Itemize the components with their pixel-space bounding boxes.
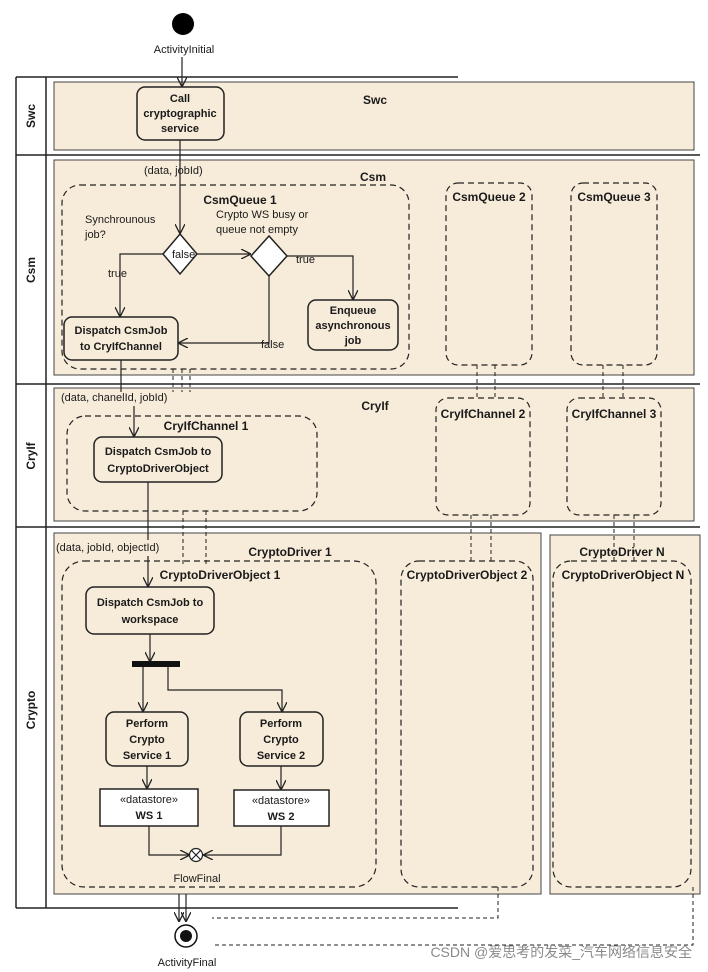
crypto-driver-object-1-region: [61, 560, 377, 888]
param-csm-in: (data, jobId): [144, 165, 203, 177]
enqueue-line-2: asynchronous: [315, 320, 390, 332]
action-call-cryptographic-service: Call cryptographic service: [136, 86, 225, 141]
dispatch-channel-line-1: Dispatch CsmJob: [75, 325, 168, 337]
crypto-driver-object-n-title: CryptoDriverObject N: [562, 568, 685, 582]
activity-initial-label: ActivityInitial: [154, 44, 215, 56]
perform-1-line-3: Service 1: [123, 750, 171, 762]
dispatch-object-line-2: CryptoDriverObject: [107, 463, 209, 475]
action-perform-crypto-service-2: Perform Crypto Service 2: [239, 711, 324, 767]
guard-true-2: true: [296, 254, 315, 266]
swc-container-title: Swc: [363, 93, 387, 107]
cryif-channel-3-title: CryIfChannel 3: [572, 407, 657, 421]
dashed-connectors: [172, 365, 694, 946]
lane-label-swc: Swc: [24, 104, 38, 128]
dispatch-object-line-1: Dispatch CsmJob to: [105, 446, 212, 458]
perform-1-line-1: Perform: [126, 718, 168, 730]
perform-2-line-2: Crypto: [263, 734, 299, 746]
call-line-2: cryptographic: [143, 108, 216, 120]
action-dispatch-to-cryif-channel: Dispatch CsmJob to CryIfChannel: [63, 316, 179, 361]
flow-busy-false: [179, 276, 270, 343]
crypto-driver-object-n-region: [552, 560, 692, 888]
decision-busy-line-2: queue not empty: [216, 224, 298, 236]
activity-initial-node: [172, 13, 194, 35]
crypto-driver-object-2-region: [400, 560, 534, 888]
datastore-ws-2: «datastore» WS 2: [233, 789, 330, 827]
lane-label-csm: Csm: [24, 257, 38, 283]
ws1-stereotype: «datastore»: [120, 794, 178, 806]
csm-queue-3-region: [570, 182, 658, 366]
cryif-channel-2-title: CryIfChannel 2: [441, 407, 526, 421]
enqueue-line-1: Enqueue: [330, 305, 376, 317]
decision-synchronous-job: [162, 232, 198, 276]
csm-container-title: Csm: [360, 170, 386, 184]
flow-final-node: [188, 847, 204, 863]
action-enqueue-asynchronous-job: Enqueue asynchronous job: [307, 299, 399, 351]
watermark: CSDN @爱思考的发菜_汽车网络信息安全: [430, 944, 692, 960]
action-dispatch-to-crypto-driver-object: Dispatch CsmJob to CryptoDriverObject: [93, 436, 223, 483]
flow-busy-true: [287, 255, 353, 299]
cryif-container-title: CryIf: [361, 399, 389, 413]
cryif-channel-2-region: [435, 397, 531, 516]
csm-queue-1-title: CsmQueue 1: [203, 193, 277, 207]
flow-ws2-to-flow-final: [204, 826, 282, 855]
crypto-driver-object-2-title: CryptoDriverObject 2: [407, 568, 528, 582]
enqueue-line-3: job: [344, 335, 362, 347]
crypto-driver-object-1-title: CryptoDriverObject 1: [160, 568, 281, 582]
perform-2-line-1: Perform: [260, 718, 302, 730]
action-perform-crypto-service-1: Perform Crypto Service 1: [105, 711, 189, 767]
decision-sync-line-2: job?: [84, 229, 106, 241]
perform-2-line-3: Service 2: [257, 750, 305, 762]
crypto-driver-n-title: CryptoDriver N: [579, 545, 664, 559]
ws2-stereotype: «datastore»: [252, 795, 310, 807]
lane-label-crypto: Crypto: [24, 691, 38, 730]
cryif-channel-1-title: CryIfChannel 1: [164, 419, 249, 433]
dispatch-channel-line-2: to CryIfChannel: [80, 341, 162, 353]
lane-label-cryif: CryIf: [24, 441, 38, 469]
dispatch-workspace-line-1: Dispatch CsmJob to: [97, 597, 204, 609]
swimlane-frame: [15, 76, 700, 909]
dispatch-workspace-line-2: workspace: [121, 614, 179, 626]
crypto-driver-n-container: [549, 534, 701, 895]
activity-final-label: ActivityFinal: [158, 957, 217, 969]
ws1-label: WS 1: [136, 810, 163, 822]
guard-true-1: true: [108, 268, 127, 280]
param-cryif-in: (data, chanelId, jobId): [61, 392, 167, 404]
param-crypto-in: (data, jobId, objectId): [56, 542, 159, 554]
perform-1-line-2: Crypto: [129, 734, 165, 746]
flow-final-label: FlowFinal: [173, 873, 220, 885]
decision-busy-line-1: Crypto WS busy or: [216, 209, 309, 221]
csm-queue-1-region: [61, 184, 410, 370]
call-line-3: service: [161, 123, 199, 135]
cryif-channel-1-region: [66, 415, 318, 512]
guard-false-2: false: [261, 339, 284, 351]
ws2-label: WS 2: [268, 811, 295, 823]
csm-queue-3-title: CsmQueue 3: [577, 190, 651, 204]
flow-fork-to-perform-2: [167, 667, 282, 711]
csm-queue-2-region: [445, 182, 533, 366]
datastore-ws-1: «datastore» WS 1: [99, 788, 199, 827]
decision-sync-line-1: Synchrounous: [85, 214, 156, 226]
crypto-driver-1-title: CryptoDriver 1: [248, 545, 332, 559]
call-line-1: Call: [170, 93, 190, 105]
flow-ws1-to-flow-final: [148, 826, 189, 855]
activity-final-node: [174, 924, 198, 948]
fork-bar: [132, 661, 180, 667]
guard-false-1: false: [172, 249, 195, 261]
flow-sync-true: [120, 253, 163, 316]
action-dispatch-to-workspace: Dispatch CsmJob to workspace: [85, 586, 215, 635]
csm-queue-2-title: CsmQueue 2: [452, 190, 526, 204]
